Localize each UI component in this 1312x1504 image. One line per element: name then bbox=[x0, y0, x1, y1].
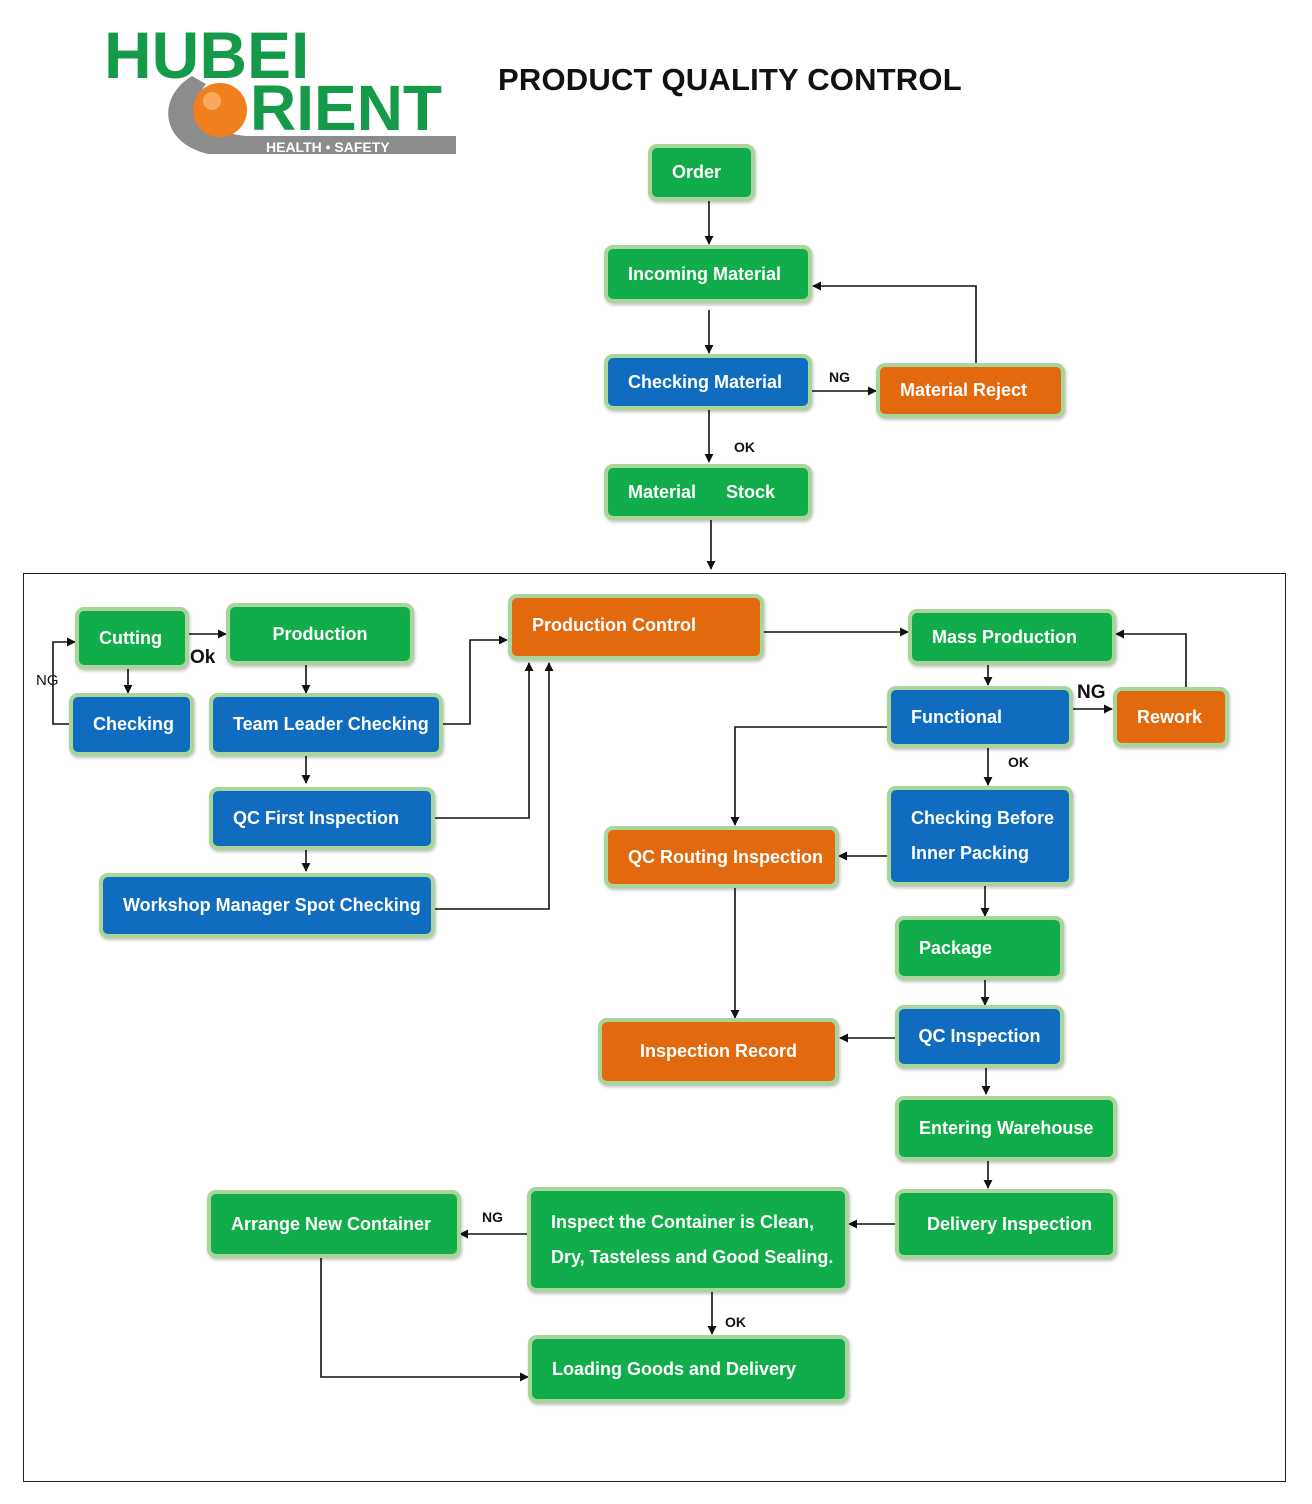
label-ok-cutting: Ok bbox=[190, 647, 216, 668]
node-functional: Functional bbox=[887, 686, 1073, 748]
company-logo: HUBEI RIENT HEALTH • SAFETY bbox=[96, 14, 462, 166]
label-ok-functional: OK bbox=[1008, 754, 1029, 770]
node-entering-warehouse: Entering Warehouse bbox=[895, 1096, 1117, 1161]
node-checking-material: Checking Material bbox=[604, 354, 812, 410]
logo-bottom-text: RIENT bbox=[250, 72, 442, 144]
node-mass-production: Mass Production bbox=[908, 609, 1116, 665]
production-frame bbox=[23, 573, 1286, 1482]
label-ng-material: NG bbox=[829, 369, 850, 385]
node-arrange-new-container: Arrange New Container bbox=[207, 1190, 461, 1258]
label-ok-container: OK bbox=[725, 1314, 746, 1330]
node-qc-routing-inspection: QC Routing Inspection bbox=[604, 826, 839, 888]
node-team-leader-checking: Team Leader Checking bbox=[209, 693, 443, 756]
node-checking: Checking bbox=[69, 693, 194, 756]
logo-graphic: HUBEI RIENT HEALTH • SAFETY bbox=[104, 18, 456, 155]
node-material-stock: Material Stock bbox=[604, 464, 812, 520]
label-ng-cutting: NG bbox=[36, 672, 59, 689]
label-ok-material: OK bbox=[734, 439, 755, 455]
node-qc-first-inspection: QC First Inspection bbox=[209, 787, 435, 850]
node-production: Production bbox=[226, 603, 414, 665]
node-inspect-container: Inspect the Container is Clean, Dry, Tas… bbox=[527, 1187, 849, 1292]
node-inspection-record: Inspection Record bbox=[598, 1018, 839, 1085]
node-workshop-manager-spot-checking: Workshop Manager Spot Checking bbox=[99, 873, 435, 938]
node-delivery-inspection: Delivery Inspection bbox=[895, 1189, 1117, 1259]
node-inspect-container-line2: Dry, Tasteless and Good Sealing. bbox=[551, 1246, 834, 1267]
node-checking-before-inner-packing: Checking Before Inner Packing bbox=[887, 786, 1073, 886]
node-checking-before-inner-packing-line2: Inner Packing bbox=[911, 843, 1030, 863]
node-cutting: Cutting bbox=[75, 607, 189, 669]
node-qc-inspection: QC Inspection bbox=[895, 1005, 1064, 1068]
node-inspect-container-line1: Inspect the Container is Clean, bbox=[551, 1211, 815, 1232]
label-ng-container: NG bbox=[482, 1209, 503, 1225]
node-checking-before-inner-packing-line1: Checking Before bbox=[911, 808, 1055, 828]
node-order: Order bbox=[648, 144, 755, 201]
node-production-control: Production Control bbox=[508, 594, 764, 660]
node-package: Package bbox=[895, 916, 1064, 980]
node-incoming-material: Incoming Material bbox=[604, 245, 812, 303]
logo-top-text: HUBEI bbox=[104, 18, 309, 92]
node-loading-goods-and-delivery: Loading Goods and Delivery bbox=[528, 1335, 849, 1403]
node-material-reject: Material Reject bbox=[876, 363, 1065, 418]
page-title: PRODUCT QUALITY CONTROL bbox=[498, 62, 962, 97]
logo-tagline: HEALTH • SAFETY bbox=[266, 139, 390, 155]
node-rework: Rework bbox=[1113, 687, 1229, 747]
label-ng-rework: NG bbox=[1077, 682, 1106, 703]
